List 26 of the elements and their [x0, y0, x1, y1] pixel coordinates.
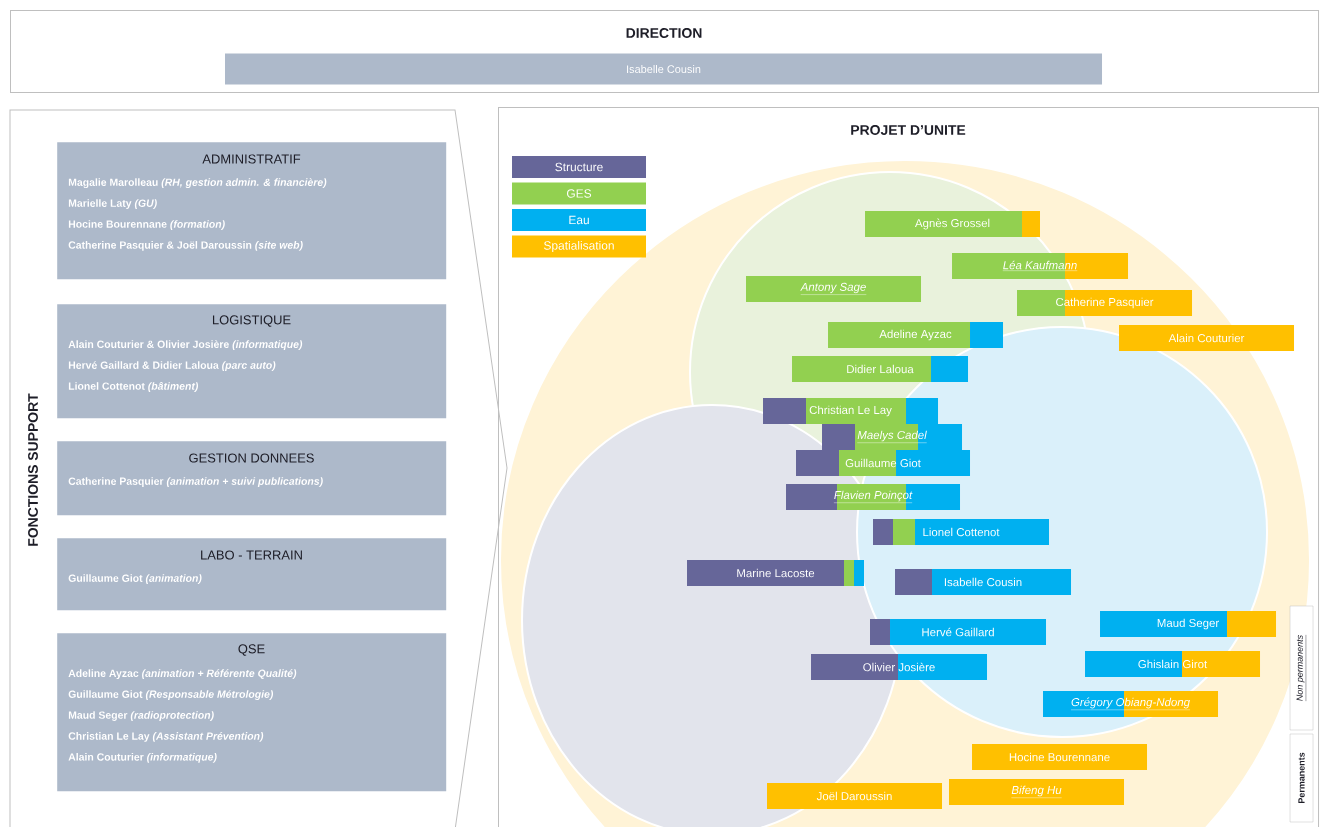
name-bar: Lionel Cottenot: [873, 519, 1049, 545]
status-tag: Non permanents: [1289, 605, 1314, 731]
name-bar: Didier Laloua: [792, 356, 968, 382]
name-bar: Adeline Ayzac: [828, 322, 1003, 348]
status-tag: Permanents: [1289, 733, 1314, 823]
group-box: GESTION DONNEES Catherine Pasquier (animation + suivi publications): [57, 441, 447, 516]
group-box: LABO - TERRAIN Guillaume Giot (animation): [57, 538, 447, 611]
group-box: ADMINISTRATIF Magalie Marolleau (RH, gestion admin. & financière) Marielle Laty (GU) Hocine Bourennane (formation) Catherine Pasquier & Joël Daroussin (site web): [57, 142, 447, 280]
name-bar: Agnès Grossel: [865, 211, 1040, 237]
name-bar: Christian Le Lay: [763, 398, 938, 424]
name-bar: Joël Daroussin: [767, 783, 942, 809]
name-bar: Hocine Bourennane: [972, 744, 1147, 770]
group-box: QSE Adeline Ayzac (animation + Référente Qualité) Guillaume Giot (Responsable Métrologie) Maud Seger (radioprotection) Christian Le Lay (Assistant Prévention) Alain Couturier (informatique): [57, 633, 447, 792]
name-bar: Isabelle Cousin: [895, 569, 1071, 595]
name-bar: Maud Seger: [1100, 611, 1276, 637]
name-bar: Guillaume Giot: [796, 450, 970, 476]
name-bar: Ghislain Girot: [1085, 651, 1260, 677]
name-bar: Isabelle Cousin: [225, 53, 1102, 85]
group-box: LOGISTIQUE Alain Couturier & Olivier Josière (informatique) Hervé Gaillard & Didier Laloua (parc auto) Lionel Cottenot (bâtiment): [57, 304, 447, 419]
name-bar: Catherine Pasquier: [1017, 290, 1192, 316]
name-bar: Marine Lacoste: [687, 560, 864, 586]
name-bar: Bifeng Hu: [949, 779, 1124, 805]
name-bar: Hervé Gaillard: [870, 619, 1046, 645]
name-bar: Antony Sage: [746, 276, 921, 302]
name-bar: Alain Couturier: [1119, 325, 1294, 351]
name-bar: Olivier Josière: [811, 654, 987, 680]
